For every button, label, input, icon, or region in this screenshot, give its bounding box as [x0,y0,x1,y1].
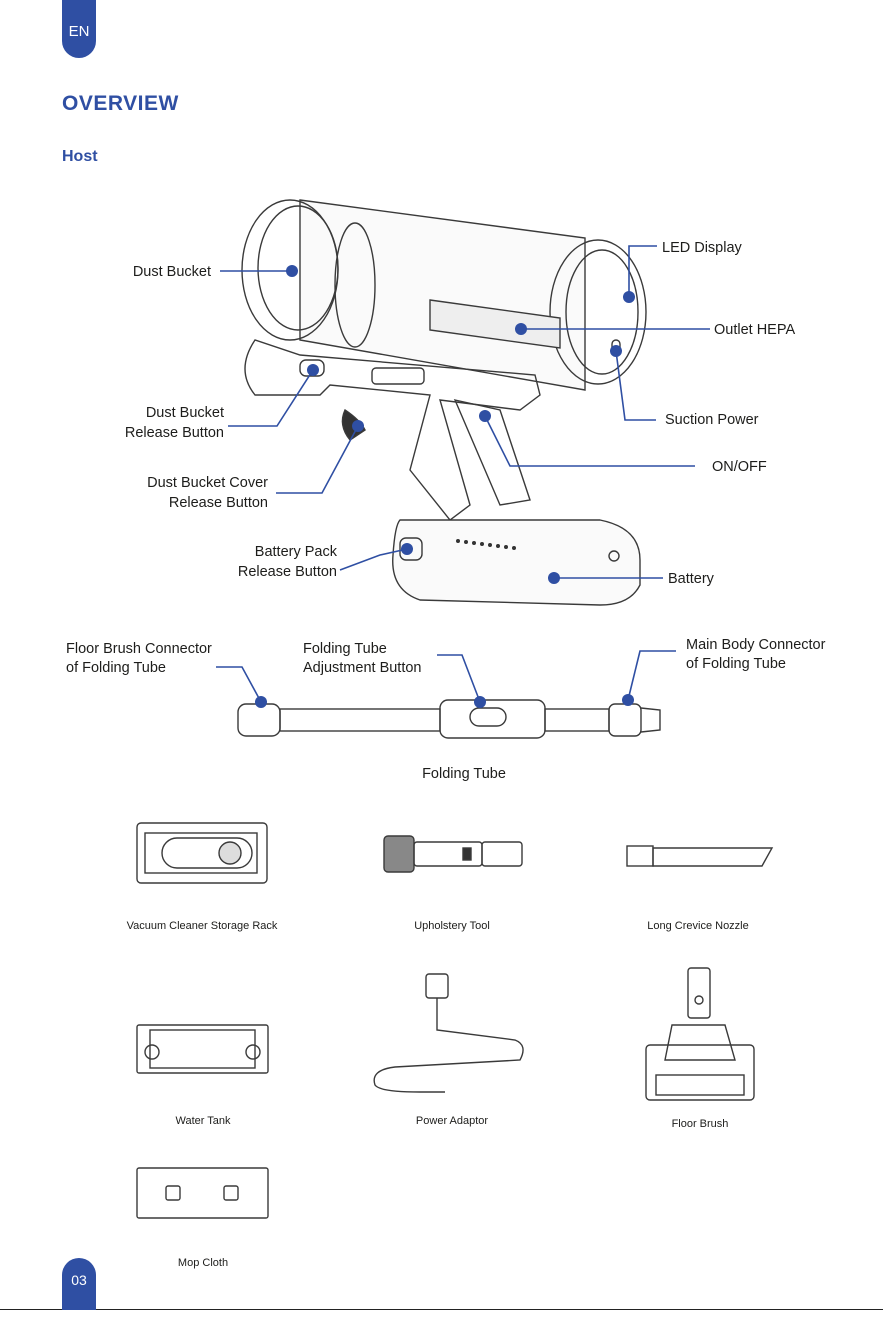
crevice-nozzle-illustration [626,845,774,867]
tube-callout-dots [255,694,634,708]
caption-crevice-nozzle: Long Crevice Nozzle [647,920,749,932]
label-battery: Battery [668,571,715,587]
host-callout-dots [286,265,635,584]
caption-folding-tube: Folding Tube [422,766,506,782]
storage-rack-illustration [136,822,268,884]
folding-tube-illustration [237,699,661,739]
footer-rule [0,1309,883,1310]
caption-water-tank: Water Tank [175,1115,231,1127]
label-cover-release-2: Release Button [169,495,268,511]
caption-power-adaptor: Power Adaptor [416,1115,488,1127]
host-callout-lines [220,245,710,579]
label-adjust-2: Adjustment Button [303,660,422,676]
tube-callout-lines [216,650,676,703]
label-floor-connector-2: of Folding Tube [66,660,166,676]
label-dust-bucket: Dust Bucket [133,264,211,280]
water-tank-illustration [136,1024,269,1074]
label-on-off: ON/OFF [712,459,767,475]
floor-brush-illustration [645,967,755,1101]
caption-upholstery-tool: Upholstery Tool [414,920,490,932]
label-battery-release-2: Release Button [238,564,337,580]
page-number: 03 [62,1258,96,1310]
label-suction-power: Suction Power [665,412,759,428]
caption-floor-brush: Floor Brush [672,1118,729,1130]
page-title: OVERVIEW [62,92,179,115]
label-floor-connector-1: Floor Brush Connector [66,641,212,657]
caption-storage-rack: Vacuum Cleaner Storage Rack [127,920,278,932]
power-adaptor-illustration [373,973,524,1093]
label-dust-bucket-release-1: Dust Bucket [146,405,224,421]
mop-cloth-illustration [136,1167,269,1219]
label-outlet-hepa: Outlet HEPA [714,322,795,338]
upholstery-tool-illustration [383,835,523,873]
label-main-connector-1: Main Body Connector [686,637,826,653]
label-battery-release-1: Battery Pack [255,544,338,560]
label-main-connector-2: of Folding Tube [686,656,786,672]
language-tab: EN [62,0,96,58]
label-adjust-1: Folding Tube [303,641,387,657]
label-led-display: LED Display [662,240,743,256]
section-title-host: Host [62,148,98,165]
label-cover-release-1: Dust Bucket Cover [147,475,268,491]
caption-mop-cloth: Mop Cloth [178,1257,228,1269]
label-dust-bucket-release-2: Release Button [125,425,224,441]
